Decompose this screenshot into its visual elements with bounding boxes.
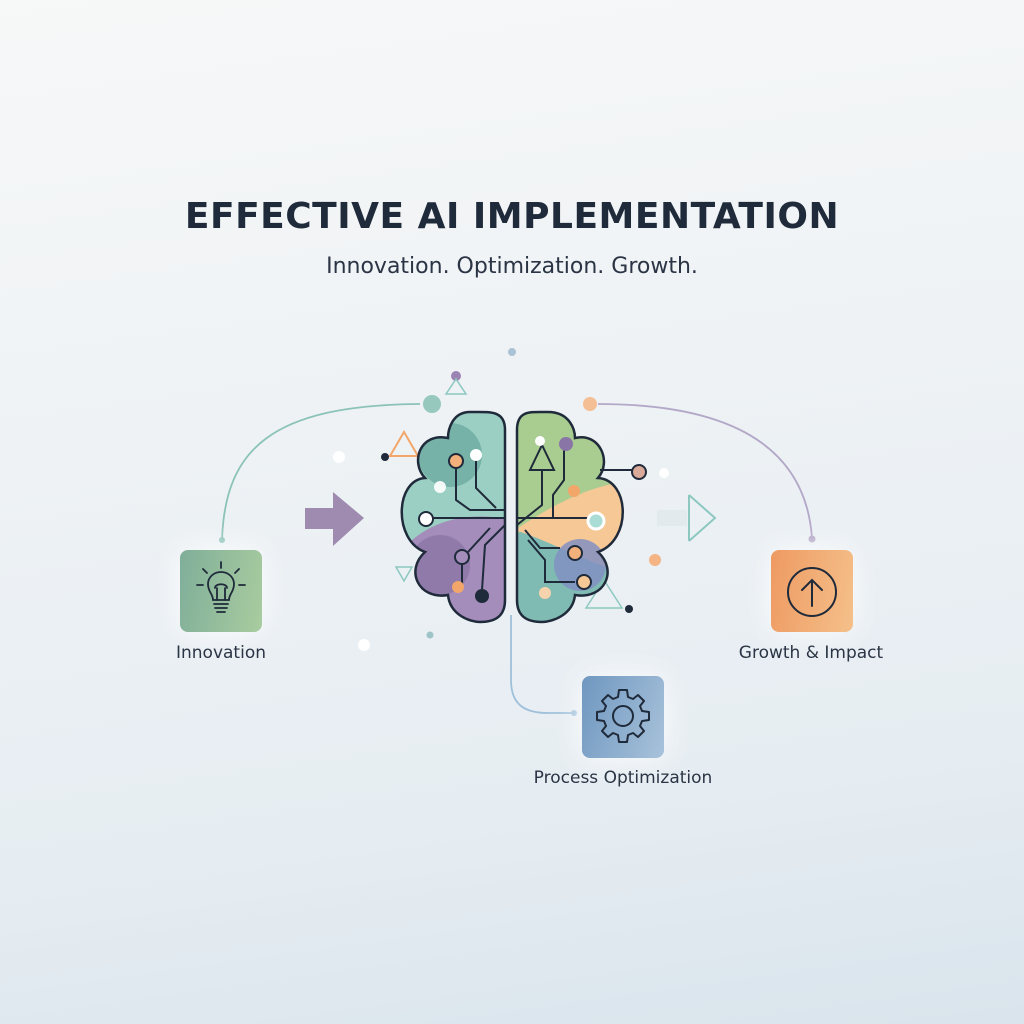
page-title: EFFECTIVE AI IMPLEMENTATION [184,196,840,237]
lightbulb-icon [196,561,246,613]
process-optimization-label: Process Optimization [533,768,713,788]
growth-impact-label: Growth & Impact [738,643,884,663]
arrow-up-circle-icon [787,567,837,617]
connector-growth [583,397,816,543]
arrow-outline-right-icon [657,494,717,542]
growth-impact-tile[interactable] [771,550,853,632]
innovation-tile[interactable] [180,550,262,632]
brain-circuit-icon [400,410,647,624]
decorative-particles [333,348,669,651]
innovation-label: Innovation [175,643,266,663]
connector-innovation [219,395,441,543]
page-subtitle: Innovation. Optimization. Growth. [326,254,698,279]
connector-process [510,615,577,716]
process-optimization-tile[interactable] [582,676,664,758]
gear-icon [596,689,650,743]
arrow-right-icon [305,492,364,546]
